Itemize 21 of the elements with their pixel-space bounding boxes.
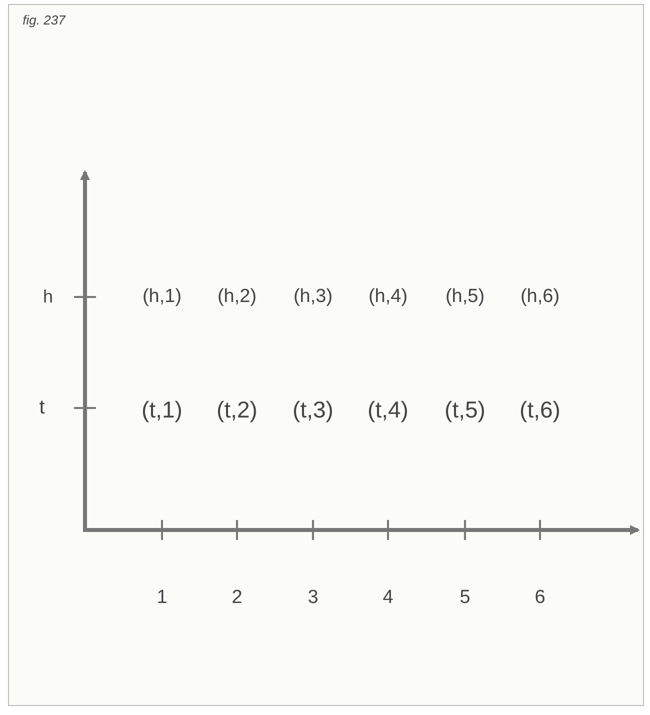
coordinate-pair: (h,3) xyxy=(293,286,333,308)
coordinate-pair: (h,2) xyxy=(217,286,257,308)
tick-label: 2 xyxy=(232,587,242,609)
coordinate-pair: (h,6) xyxy=(520,286,560,308)
tick-label: 3 xyxy=(308,587,318,609)
figure-number: fig. 237 xyxy=(22,12,66,28)
coordinate-pair: (t,4) xyxy=(368,396,408,424)
coordinate-pair: (t,1) xyxy=(142,396,182,424)
coordinate-pair: (t,3) xyxy=(292,396,334,424)
tick-label: 4 xyxy=(382,587,394,609)
axis-label: t xyxy=(39,396,45,420)
tick-label: 5 xyxy=(460,587,470,609)
coordinate-pair: (t,2) xyxy=(216,396,258,424)
tick-label: 1 xyxy=(156,587,168,609)
coordinate-pair: (t,6) xyxy=(520,396,560,424)
coordinate-pair: (h,4) xyxy=(368,286,408,308)
coordinate-pair: (h,1) xyxy=(142,286,182,308)
tick-label: 6 xyxy=(534,587,546,609)
axis-label: h xyxy=(43,286,53,308)
coordinate-pair: (t,5) xyxy=(444,396,486,424)
coordinate-pair: (h,5) xyxy=(445,286,485,308)
